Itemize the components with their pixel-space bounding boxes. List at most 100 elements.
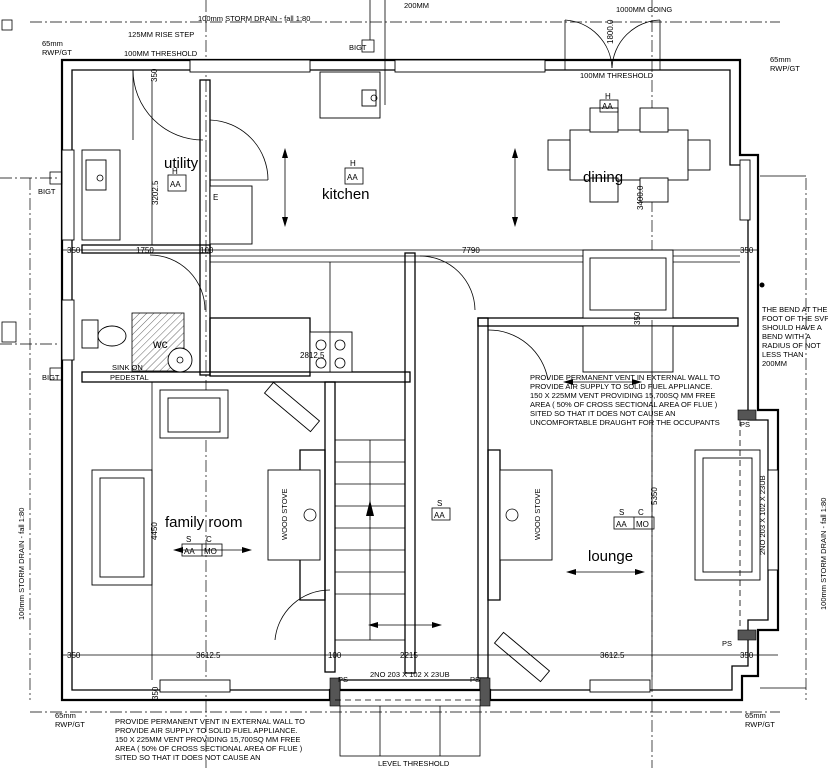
- sink-pedestal-label: SINK ON: [112, 363, 143, 372]
- rwp-tl-label: 65mm: [42, 39, 63, 48]
- room-labels: utility kitchen dining wc family room lo…: [152, 155, 633, 565]
- dim-4450: 4450: [150, 522, 159, 540]
- living-furniture: [91, 249, 761, 683]
- vent-family-line: SITED SO THAT IT DOES NOT CAUSE AN: [115, 753, 261, 762]
- mark-aa: AA: [616, 520, 627, 529]
- vent-lounge-line: AREA ( 50% OF CROSS SECTIONAL AREA OF FL…: [530, 400, 718, 409]
- vent-note-lounge: PROVIDE PERMANENT VENT IN EXTERNAL WALL …: [530, 373, 720, 427]
- svp-note-line: SHOULD HAVE A: [762, 323, 822, 332]
- wood-stove-label-2: WOOD STOVE: [533, 488, 542, 540]
- dim-1800: 1800.0: [606, 19, 615, 44]
- ps-label: PS: [470, 675, 480, 684]
- vent-family-line: PROVIDE AIR SUPPLY TO SOLID FUEL APPLIAN…: [115, 726, 298, 735]
- mark-aa: AA: [347, 173, 358, 182]
- rwp-tr-label: 65mm: [770, 55, 791, 64]
- vent-lounge-line: 150 X 225MM VENT PROVIDING 15,700SQ MM F…: [530, 391, 715, 400]
- vent-family-line: 150 X 225MM VENT PROVIDING 15,700SQ MM F…: [115, 735, 300, 744]
- rwp-tl-label-2: RWP/GT: [42, 48, 72, 57]
- room-label-kitchen: kitchen: [322, 186, 370, 203]
- threshold-utility-label: 100MM THRESHOLD: [124, 49, 198, 58]
- going-dining-label: 1000MM GOING: [616, 5, 672, 14]
- threshold-dining-label: 100MM THRESHOLD: [580, 71, 654, 80]
- dim-350-utility: 350: [150, 68, 159, 82]
- mark-h: H: [172, 167, 178, 176]
- storm-drain-right-label: 100mm STORM DRAIN - fall 1:80: [819, 498, 828, 610]
- svp-note-line: BEND WITH A: [762, 332, 811, 341]
- dim-3400: 3400.0: [636, 185, 645, 210]
- dim-3612-right: 3612.5: [600, 651, 625, 660]
- mark-aa: AA: [170, 180, 181, 189]
- symbol-marks: H AA H AA H AA S AA S C AA MO S C AA MO …: [167, 92, 655, 557]
- room-label-dining: dining: [583, 169, 623, 186]
- mark-s: S: [186, 535, 191, 544]
- vent-note-family: PROVIDE PERMANENT VENT IN EXTERNAL WALL …: [115, 717, 305, 762]
- vent-lounge-line: PROVIDE PERMANENT VENT IN EXTERNAL WALL …: [530, 373, 720, 382]
- mark-c: C: [206, 535, 212, 544]
- mark-s: S: [619, 508, 624, 517]
- dim-7790: 7790: [462, 246, 480, 255]
- vent-lounge-line: UNCOMFORTABLE DRAUGHT FOR THE OCCUPANTS: [530, 418, 720, 427]
- dim-5350: 5350: [650, 487, 659, 505]
- dimension-lines: [62, 80, 778, 680]
- svp-note-line: FOOT OF THE SVP: [762, 314, 828, 323]
- dim-3612-left: 3612.5: [196, 651, 221, 660]
- windows: [61, 59, 779, 693]
- vent-family-line: AREA ( 50% OF CROSS SECTIONAL AREA OF FL…: [115, 744, 303, 753]
- lintel-right-label: 2NO 203 X 102 X 23UB: [758, 475, 767, 555]
- room-label-utility: utility: [164, 155, 199, 172]
- storm-drain-left-label: 100mm STORM DRAIN - fall 1:80: [17, 508, 26, 620]
- dim-1750: 1750: [136, 246, 154, 255]
- going-top-label: 200MM: [404, 1, 429, 10]
- chimney-breasts: [267, 449, 553, 601]
- direction-arrows: [173, 148, 645, 628]
- lintel-top-label: 2NO 203 X 102 X 23UB: [370, 670, 450, 679]
- bigt-label-3: BIGT: [42, 373, 60, 382]
- ps-label: PS: [338, 675, 348, 684]
- ps-label: PS: [722, 639, 732, 648]
- svp-note-line: LESS THAN: [762, 350, 804, 359]
- dim-350-right: 350: [740, 246, 754, 255]
- dim-100-mid: 100: [200, 246, 214, 255]
- door-swings: [132, 19, 661, 641]
- rwp-br-label-2: RWP/GT: [745, 720, 775, 729]
- wc-fixtures: [81, 312, 193, 373]
- dim-350-top: 350: [633, 311, 642, 325]
- annotation-labels: 100mm STORM DRAIN - fall 1:80 125MM RISE…: [17, 1, 828, 768]
- rwp-bl-label-2: RWP/GT: [55, 720, 85, 729]
- room-label-wc: wc: [152, 337, 168, 351]
- svp-note-line: THE BEND AT THE: [762, 305, 827, 314]
- dim-2215: 2215: [400, 651, 418, 660]
- rwp-tr-label-2: RWP/GT: [770, 64, 800, 73]
- rwp-br-label: 65mm: [745, 711, 766, 720]
- vent-family-line: PROVIDE PERMANENT VENT IN EXTERNAL WALL …: [115, 717, 305, 726]
- mark-mo: MO: [636, 520, 649, 529]
- storm-drain-top-label: 100mm STORM DRAIN - fall 1:80: [198, 14, 310, 23]
- vent-lounge-line: SITED SO THAT IT DOES NOT CAUSE AN: [530, 409, 676, 418]
- porch-and-lintels: [329, 409, 757, 757]
- dimension-labels: 350 1750 100 7790 350 3202.5 2812.5 4450…: [67, 19, 754, 700]
- rise-step-label: 125MM RISE STEP: [128, 30, 194, 39]
- dim-100-bottom: 100: [328, 651, 342, 660]
- mark-aa: AA: [602, 102, 613, 111]
- vent-lounge-line: PROVIDE AIR SUPPLY TO SOLID FUEL APPLIAN…: [530, 382, 713, 391]
- mark-h: H: [605, 92, 611, 101]
- room-label-family-room: family room: [165, 514, 243, 531]
- mark-e: E: [213, 193, 218, 202]
- dim-350-left: 350: [67, 246, 81, 255]
- mark-aa: AA: [184, 547, 195, 556]
- dim-3202: 3202.5: [151, 180, 160, 205]
- svp-note: THE BEND AT THE FOOT OF THE SVP SHOULD H…: [762, 305, 828, 368]
- staircase: [334, 439, 406, 641]
- dim-2812: 2812.5: [300, 351, 325, 360]
- level-threshold-label: LEVEL THRESHOLD: [378, 759, 450, 768]
- stair-arrow-icon: [366, 500, 374, 516]
- svp-note-line: 200MM: [762, 359, 787, 368]
- bigt-label-2: BIGT: [349, 43, 367, 52]
- mark-aa: AA: [434, 511, 445, 520]
- mark-s: S: [437, 499, 442, 508]
- ps-label: PS: [740, 420, 750, 429]
- svp-note-line: RADIUS OF NOT: [762, 341, 821, 350]
- bigt-label-1: BIGT: [38, 187, 56, 196]
- rwp-bl-label: 65mm: [55, 711, 76, 720]
